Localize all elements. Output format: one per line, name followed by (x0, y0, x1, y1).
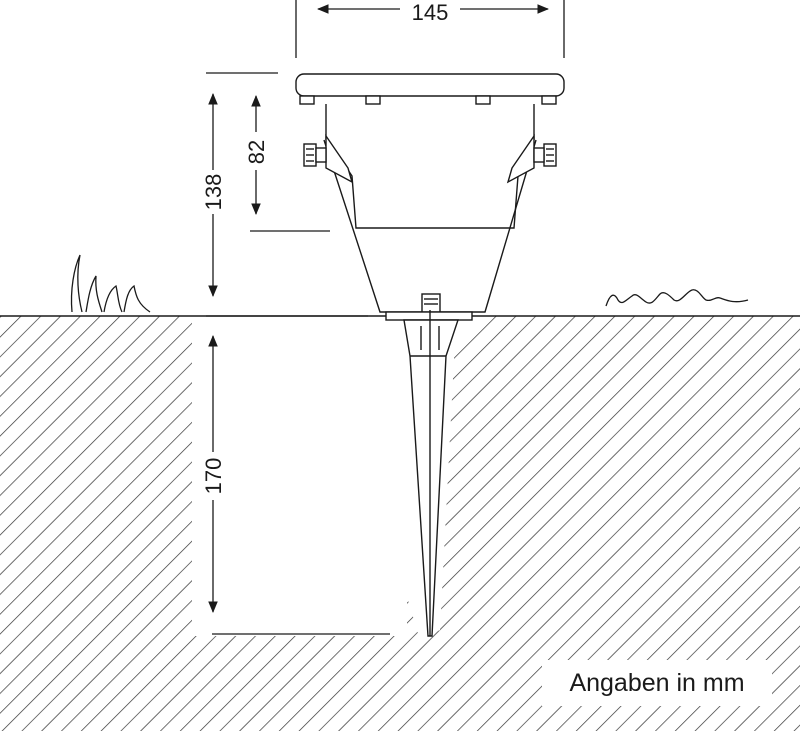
luminaire (295, 73, 565, 321)
dim-label-total-height: 138 (201, 174, 226, 211)
grass-left (70, 254, 151, 313)
units-note: Angaben in mm (542, 660, 772, 706)
dim-label-width: 145 (412, 0, 449, 25)
ground-section (0, 315, 800, 731)
ground-spike (403, 310, 459, 637)
cable-gland-right (533, 143, 557, 167)
base-plate (385, 311, 473, 321)
bottom-gland (421, 293, 441, 313)
grass-right (605, 289, 749, 307)
top-cover (295, 73, 565, 97)
dim-label-housing-height: 82 (244, 140, 269, 164)
cable-gland-left (303, 143, 327, 167)
dim-label-spike-length: 170 (201, 458, 226, 495)
dimension-lines (206, 0, 565, 635)
units-note-text: Angaben in mm (569, 668, 745, 697)
